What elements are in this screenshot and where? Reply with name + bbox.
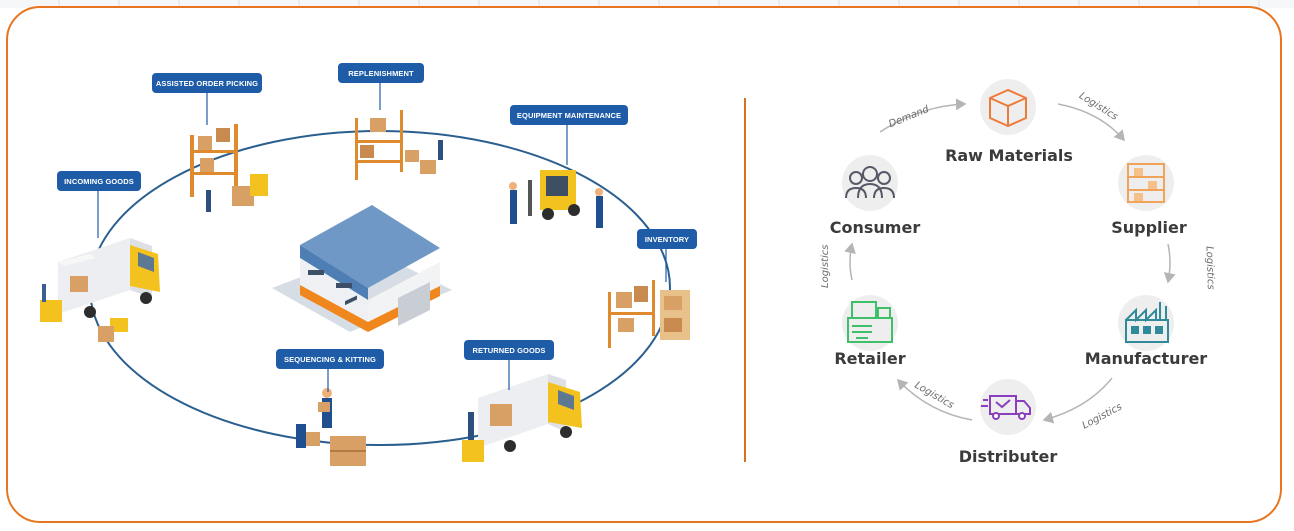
node-distributer: Distributer [959,379,1058,466]
svg-text:Distributer: Distributer [959,447,1058,466]
node-supplier: Supplier [1111,155,1187,237]
node-manufacturer: Manufacturer [1085,295,1208,368]
picking-shelf-illustration [190,124,268,212]
node-consumer: Consumer [830,155,921,237]
warehouse-diagram: ASSISTED ORDER PICKING REPLENISHMENT EQU… [40,63,697,466]
flow-label-logistics-5: Logistics [820,245,831,288]
svg-text:SEQUENCING & KITTING: SEQUENCING & KITTING [284,355,376,364]
arrow-demand [879,98,967,133]
people-icon [845,166,895,199]
label-sequencing-kitting: SEQUENCING & KITTING [276,349,384,392]
inventory-shelf-illustration [608,280,690,348]
flow-label-logistics-3: Logistics [1080,401,1124,431]
svg-text:RETURNED GOODS: RETURNED GOODS [472,346,545,355]
svg-text:Consumer: Consumer [830,218,921,237]
truck-icon [981,395,1031,420]
svg-text:ASSISTED ORDER PICKING: ASSISTED ORDER PICKING [156,79,258,88]
label-assisted-order-picking: ASSISTED ORDER PICKING [152,73,262,125]
incoming-truck-illustration [40,238,160,342]
arrow-logistics-3 [1042,377,1113,424]
kitting-illustration [296,388,366,466]
warehouse-building [272,205,452,332]
svg-text:EQUIPMENT MAINTENANCE: EQUIPMENT MAINTENANCE [517,111,621,120]
cash-register-icon [847,301,893,343]
label-equipment-maintenance: EQUIPMENT MAINTENANCE [510,105,628,165]
shelf-icon [1127,163,1165,203]
svg-text:Retailer: Retailer [834,349,905,368]
top-strip [0,0,1294,8]
box-icon [989,88,1027,128]
factory-icon [1125,302,1169,343]
svg-text:INVENTORY: INVENTORY [645,235,689,244]
svg-text:Manufacturer: Manufacturer [1085,349,1208,368]
node-raw-materials: Raw Materials [945,79,1073,165]
replenishment-shelf-illustration [355,110,443,180]
flow-label-logistics-2: Logistics [1203,246,1216,290]
label-returned-goods: RETURNED GOODS [464,340,554,390]
forklift-illustration [509,170,603,228]
svg-text:REPLENISHMENT: REPLENISHMENT [348,69,414,78]
arrow-logistics-2 [1163,243,1176,284]
label-incoming-goods: INCOMING GOODS [57,171,141,238]
arrow-logistics-1 [1057,103,1125,142]
arrow-logistics-5 [844,242,856,281]
flow-label-demand: Demand [887,104,931,130]
label-inventory: INVENTORY [637,229,697,282]
label-replenishment: REPLENISHMENT [338,63,424,110]
svg-text:INCOMING GOODS: INCOMING GOODS [64,177,134,186]
node-retailer: Retailer [834,295,906,368]
supply-chain-diagram: Demand Logistics Logistics Logistics Log… [820,79,1216,466]
arrow-logistics-4 [896,378,973,421]
svg-text:Supplier: Supplier [1111,218,1187,237]
returned-truck-illustration [462,374,582,462]
svg-text:Raw Materials: Raw Materials [945,146,1073,165]
